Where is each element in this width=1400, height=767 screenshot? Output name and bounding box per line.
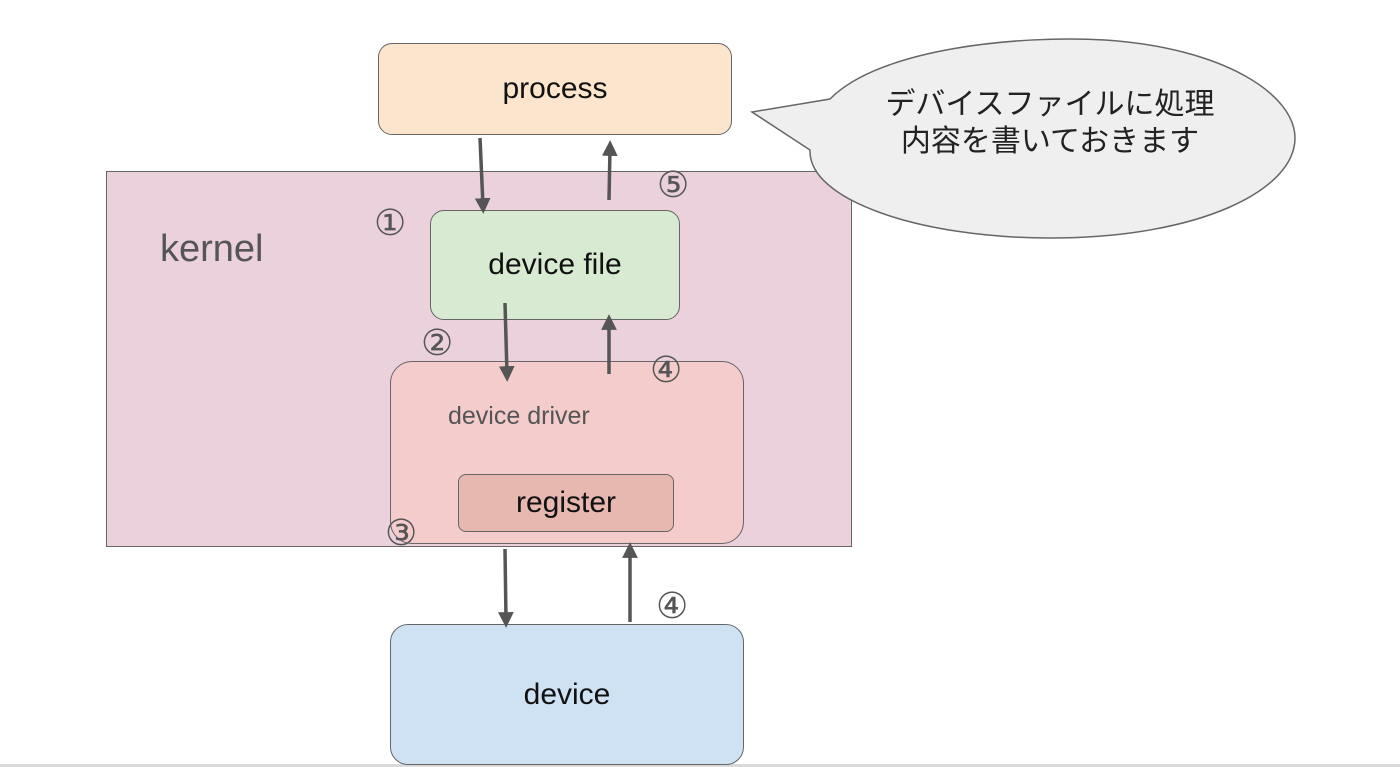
- register-label: register: [515, 486, 617, 519]
- device-box: device: [390, 624, 744, 765]
- speech-bubble-shape: [749, 38, 1296, 239]
- device-file-label: device file: [488, 248, 622, 281]
- step-2-label: ②: [421, 323, 454, 364]
- device-label: device: [523, 677, 611, 711]
- step-1-label: ①: [374, 203, 407, 244]
- device-file-box: device file: [430, 210, 680, 320]
- step-4-device-label: ④: [656, 586, 689, 627]
- kernel-label: kernel: [160, 228, 264, 270]
- step-4-driver-label: ④: [650, 350, 683, 391]
- bottom-divider: [0, 764, 1400, 767]
- device-driver-box: device driver register: [390, 361, 744, 544]
- process-label: process: [502, 72, 608, 105]
- step-5-label: ⑤: [657, 165, 690, 206]
- step-3-label: ③: [385, 513, 418, 554]
- process-box: process: [378, 43, 732, 135]
- speech-bubble-text: デバイスファイルに処理内容を書いておきます: [885, 87, 1215, 159]
- register-box: register: [458, 474, 674, 532]
- device-driver-label: device driver: [448, 402, 590, 430]
